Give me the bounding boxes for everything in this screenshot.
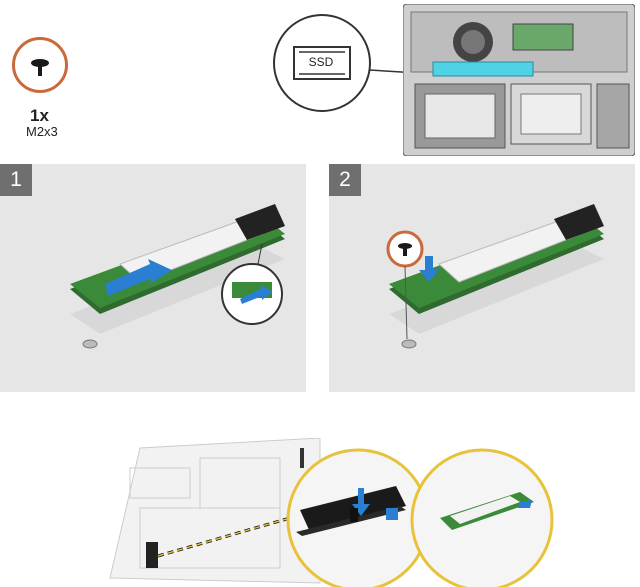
- screw-quantity: 1x: [30, 106, 49, 125]
- step-2-badge: 2: [329, 164, 361, 196]
- ssd-screw-illustration: [386, 204, 604, 349]
- screw-callout: [12, 37, 68, 93]
- screw-size: M2x3: [26, 124, 58, 139]
- step-1-panel: 1: [0, 164, 306, 392]
- laptop-chassis-top-image: [403, 4, 635, 156]
- ssd-callout: SSD: [273, 14, 371, 112]
- ssd-insert-illustration: [70, 204, 285, 349]
- step-2-panel: 2: [329, 164, 635, 392]
- ssd-label: SSD: [308, 55, 334, 69]
- screw-icon: [31, 59, 49, 76]
- laptop-chassis-bottom-image: [109, 438, 554, 587]
- step-1-badge: 1: [0, 164, 32, 196]
- ssd-icon: [293, 46, 351, 80]
